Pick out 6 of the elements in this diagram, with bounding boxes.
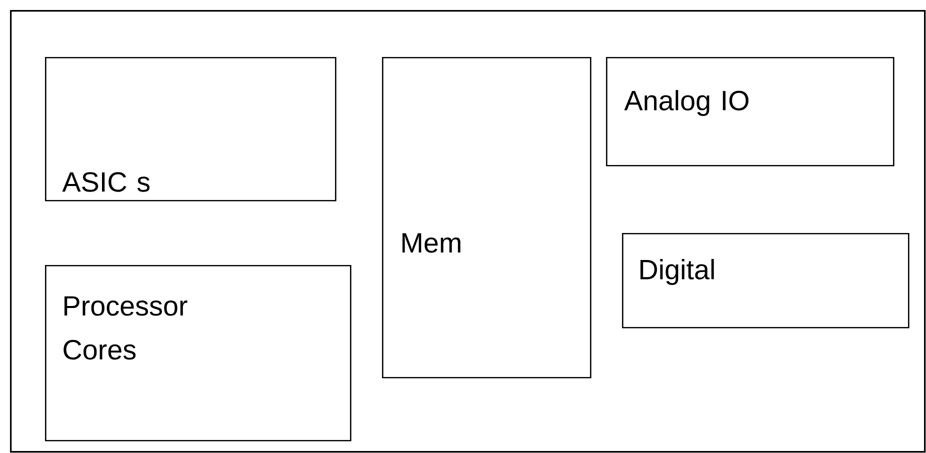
component-box: Analog IO	[606, 57, 894, 166]
outer-frame	[10, 10, 926, 453]
component-box: ASIC s	[45, 57, 336, 202]
component-box: Digital	[622, 232, 910, 328]
component-box: Mem	[382, 57, 592, 378]
component-box: Processor Cores	[45, 264, 352, 442]
